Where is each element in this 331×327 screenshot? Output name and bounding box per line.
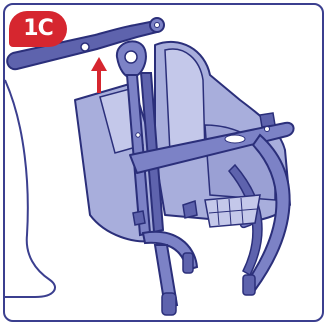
arrow-up-icon: [91, 57, 107, 93]
illustration-frame: 1C: [3, 3, 324, 322]
handle-rivet: [80, 42, 90, 52]
step-badge: 1C: [9, 11, 67, 47]
basket-lines: [208, 197, 258, 226]
latch-hole: [124, 50, 138, 64]
arm-knob: [259, 112, 276, 128]
arm-logo: [224, 134, 246, 144]
foot-clip: [132, 210, 146, 226]
folded-stroller-illustration: [5, 17, 295, 316]
side-arm: [129, 121, 295, 174]
wheel-right: [242, 274, 256, 296]
person-leg: [5, 79, 56, 298]
front-leg-curve: [141, 230, 199, 272]
brake-clip: [182, 200, 198, 219]
wheel-left: [182, 252, 194, 274]
front-leg-down: [153, 244, 179, 309]
tube-rivet-1: [135, 132, 141, 138]
front-wheel: [161, 292, 177, 316]
hinge-rivet: [154, 22, 160, 28]
